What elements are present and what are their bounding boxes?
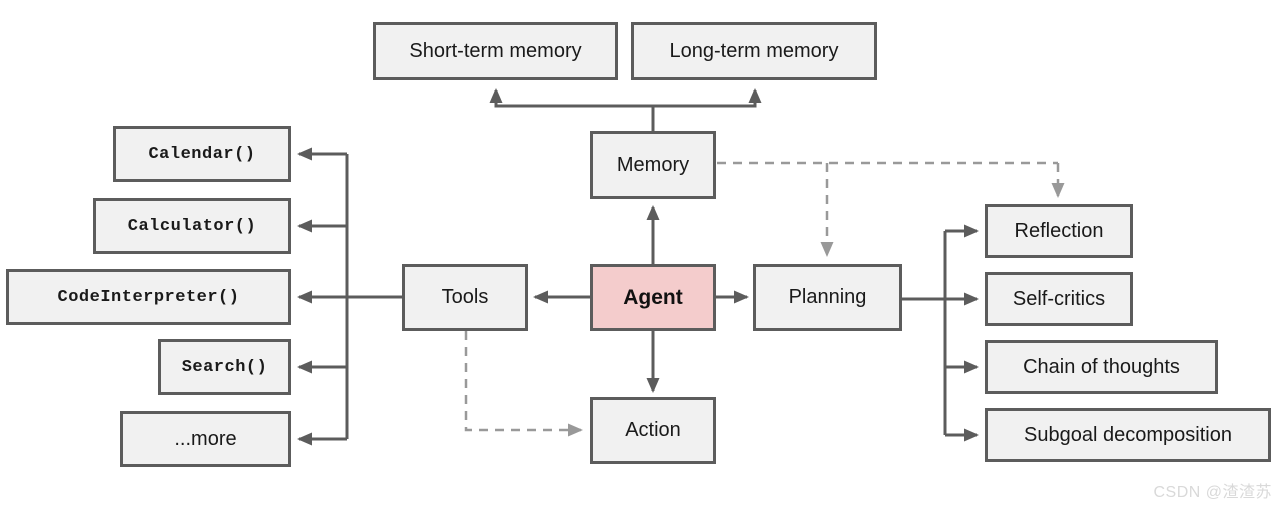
node-tools: Tools	[402, 264, 528, 331]
node-short-term-memory: Short-term memory	[373, 22, 618, 80]
node-memory: Memory	[590, 131, 716, 199]
node-reflection: Reflection	[985, 204, 1133, 258]
node-subgoal-decomposition: Subgoal decomposition	[985, 408, 1271, 462]
node-search: Search()	[158, 339, 291, 395]
node-calendar: Calendar()	[113, 126, 291, 182]
node-calculator: Calculator()	[93, 198, 291, 254]
node-planning: Planning	[753, 264, 902, 331]
node-code-interpreter: CodeInterpreter()	[6, 269, 291, 325]
csdn-watermark: CSDN @渣渣苏	[1153, 484, 1272, 501]
node-self-critics: Self-critics	[985, 272, 1133, 326]
node-more: ...more	[120, 411, 291, 467]
node-agent: Agent	[590, 264, 716, 331]
node-action: Action	[590, 397, 716, 464]
node-chain-of-thoughts: Chain of thoughts	[985, 340, 1218, 394]
node-long-term-memory: Long-term memory	[631, 22, 877, 80]
